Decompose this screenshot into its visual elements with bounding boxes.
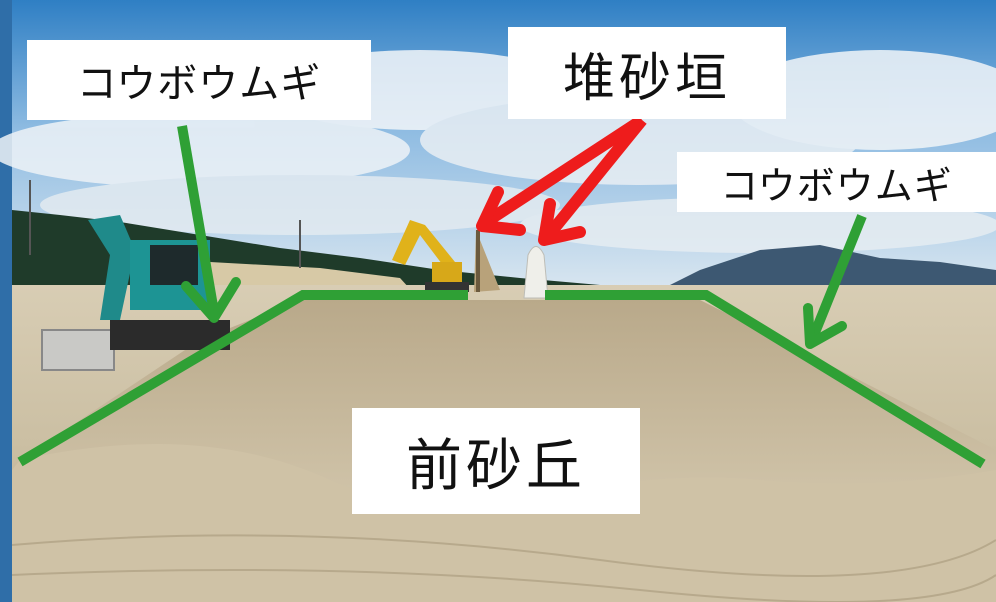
- label-grass-right: コウボウムギ: [677, 152, 996, 212]
- sand-foreground: [12, 444, 996, 602]
- dune-profile-line-left: [17, 290, 468, 467]
- tire-tracks: [11, 534, 996, 602]
- arrow-down-right-icon: [476, 114, 647, 246]
- poles: [29, 180, 301, 268]
- dune-profile-line-right: [545, 290, 986, 469]
- label-grass-left: コウボウムギ: [27, 40, 371, 120]
- label-foredune: 前砂丘: [352, 408, 640, 514]
- sand-fence-posts: [474, 230, 549, 299]
- arrow-down-icon: [177, 125, 241, 323]
- excavator-left: [41, 215, 230, 371]
- frame-strip: [0, 0, 12, 602]
- excavator-center: [392, 220, 469, 292]
- arrow-down-left-icon: [803, 214, 867, 349]
- label-sand-fence: 堆砂垣: [508, 27, 786, 119]
